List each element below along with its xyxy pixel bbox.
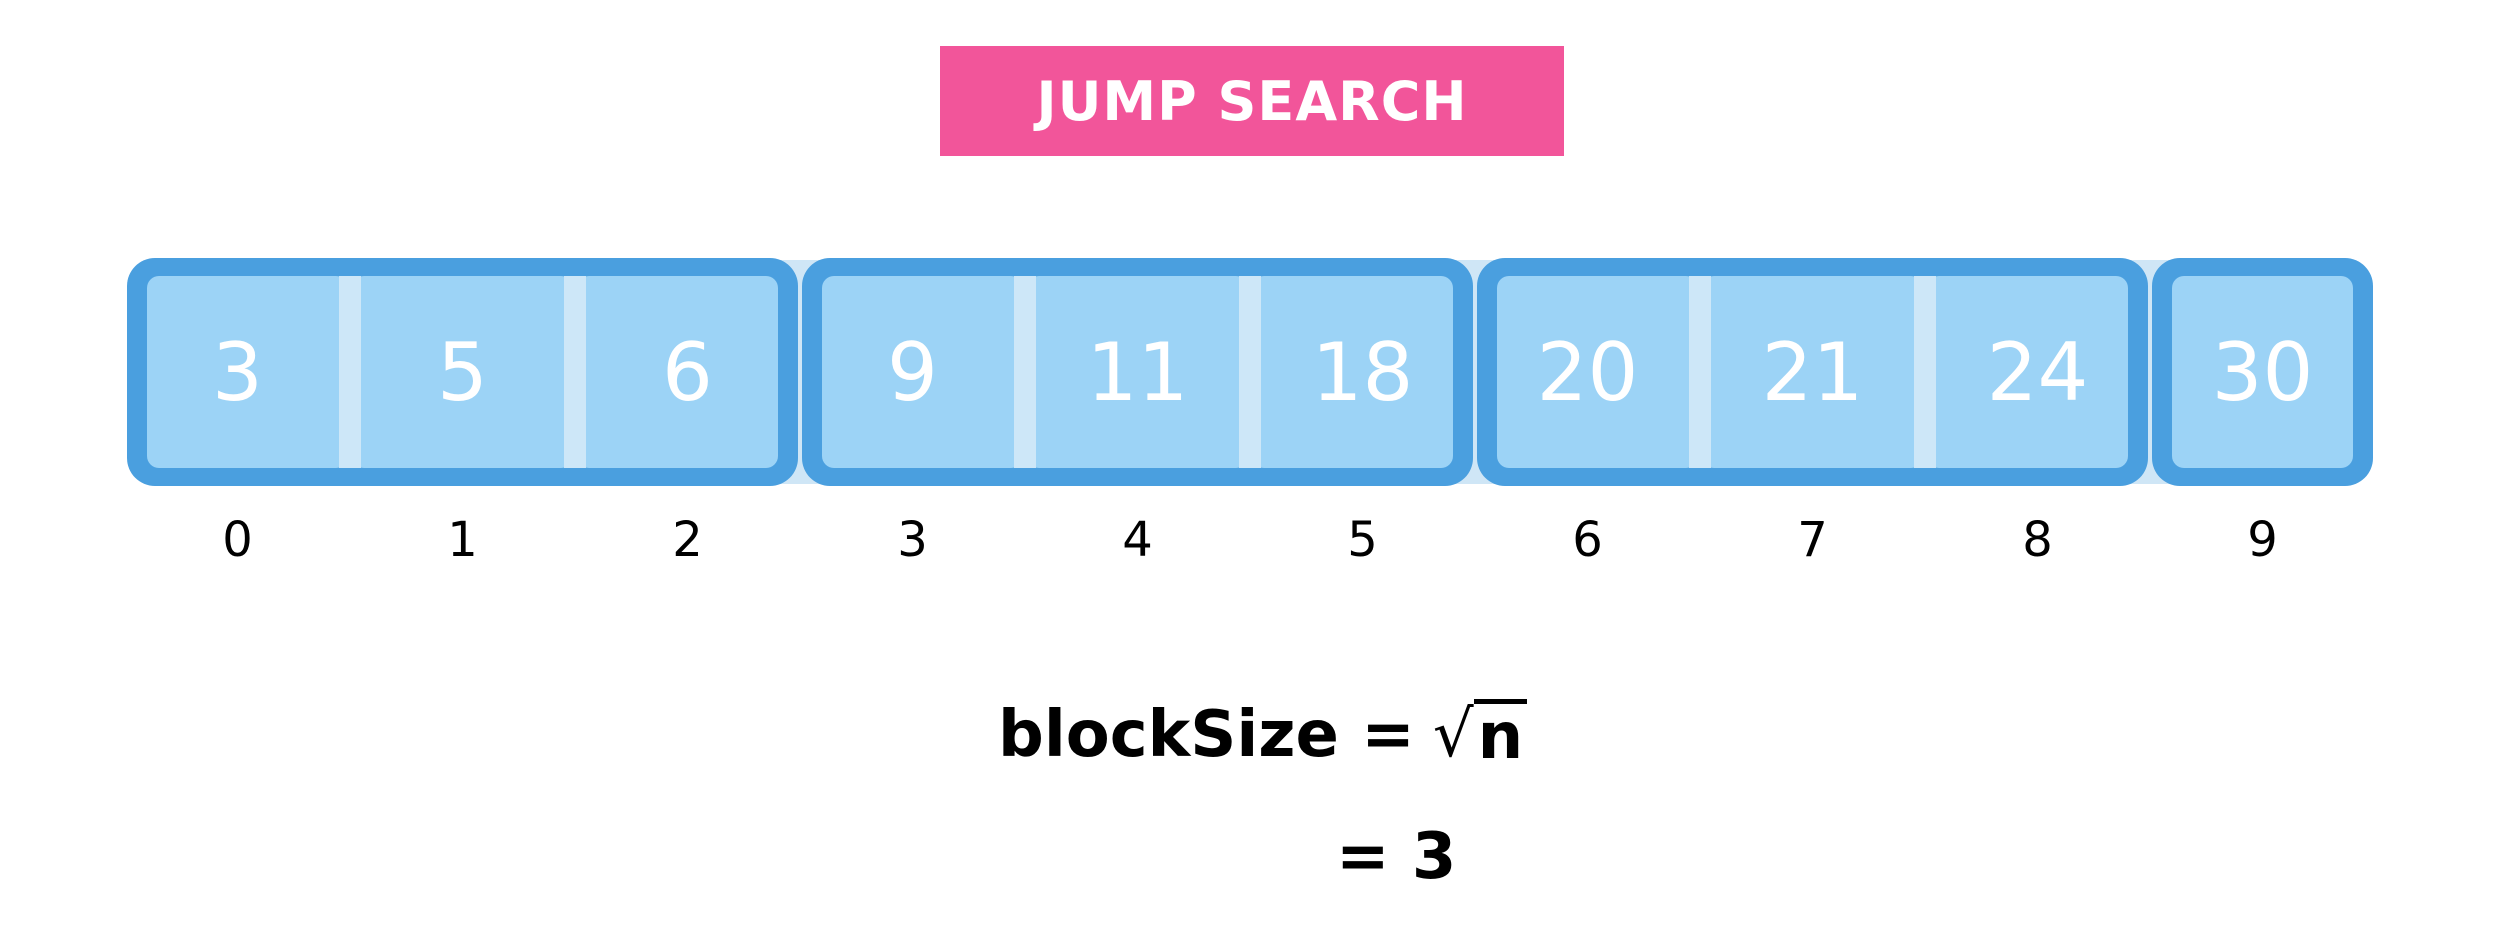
array-cell-2 <box>577 276 778 468</box>
cell-separator-5 <box>1239 276 1261 468</box>
array-value-6: 20 <box>1537 326 1639 419</box>
array-index-8: 8 <box>2022 512 2053 568</box>
title-banner: JUMP SEARCH <box>940 46 1564 156</box>
array-value-9: 30 <box>2212 326 2314 419</box>
array-value-0: 3 <box>212 326 263 419</box>
title-text: JUMP SEARCH <box>1036 69 1468 133</box>
array-cell-4 <box>1027 276 1248 468</box>
array-index-0: 0 <box>222 512 253 568</box>
array-index-3: 3 <box>897 512 928 568</box>
array-value-5: 18 <box>1312 326 1414 419</box>
array-cell-9 <box>2172 276 2353 468</box>
array-index-4: 4 <box>1122 512 1153 568</box>
array-cell-1 <box>352 276 573 468</box>
cell-separator-7 <box>1689 276 1711 468</box>
cell-separator-1 <box>339 276 361 468</box>
array-cell-5 <box>1252 276 1453 468</box>
array-value-7: 21 <box>1762 326 1864 419</box>
array-value-4: 11 <box>1087 326 1189 419</box>
array-cell-8 <box>1927 276 2128 468</box>
array-value-2: 6 <box>662 326 713 419</box>
array-index-2: 2 <box>672 512 703 568</box>
array-value-1: 5 <box>437 326 488 419</box>
block-size-formula: blockSize = √ n <box>998 690 1528 780</box>
array-index-5: 5 <box>1347 512 1378 568</box>
formula-lhs: blockSize = <box>998 698 1415 772</box>
array-value-3: 9 <box>887 326 938 419</box>
array-cell-3 <box>822 276 1023 468</box>
array-cell-0 <box>147 276 348 468</box>
array-index-7: 7 <box>1797 512 1828 568</box>
array-index-1: 1 <box>447 512 478 568</box>
cell-separator-4 <box>1014 276 1036 468</box>
array-cell-6 <box>1497 276 1698 468</box>
formula-radicand: n <box>1473 698 1528 771</box>
block-size-result: = 3 <box>1336 820 1457 894</box>
square-root-icon: √ <box>1432 698 1474 772</box>
array-value-8: 24 <box>1987 326 2089 419</box>
array-index-6: 6 <box>1572 512 1603 568</box>
cell-separator-8 <box>1914 276 1936 468</box>
array-cell-7 <box>1702 276 1923 468</box>
cell-separator-2 <box>564 276 586 468</box>
array-index-9: 9 <box>2247 512 2278 568</box>
